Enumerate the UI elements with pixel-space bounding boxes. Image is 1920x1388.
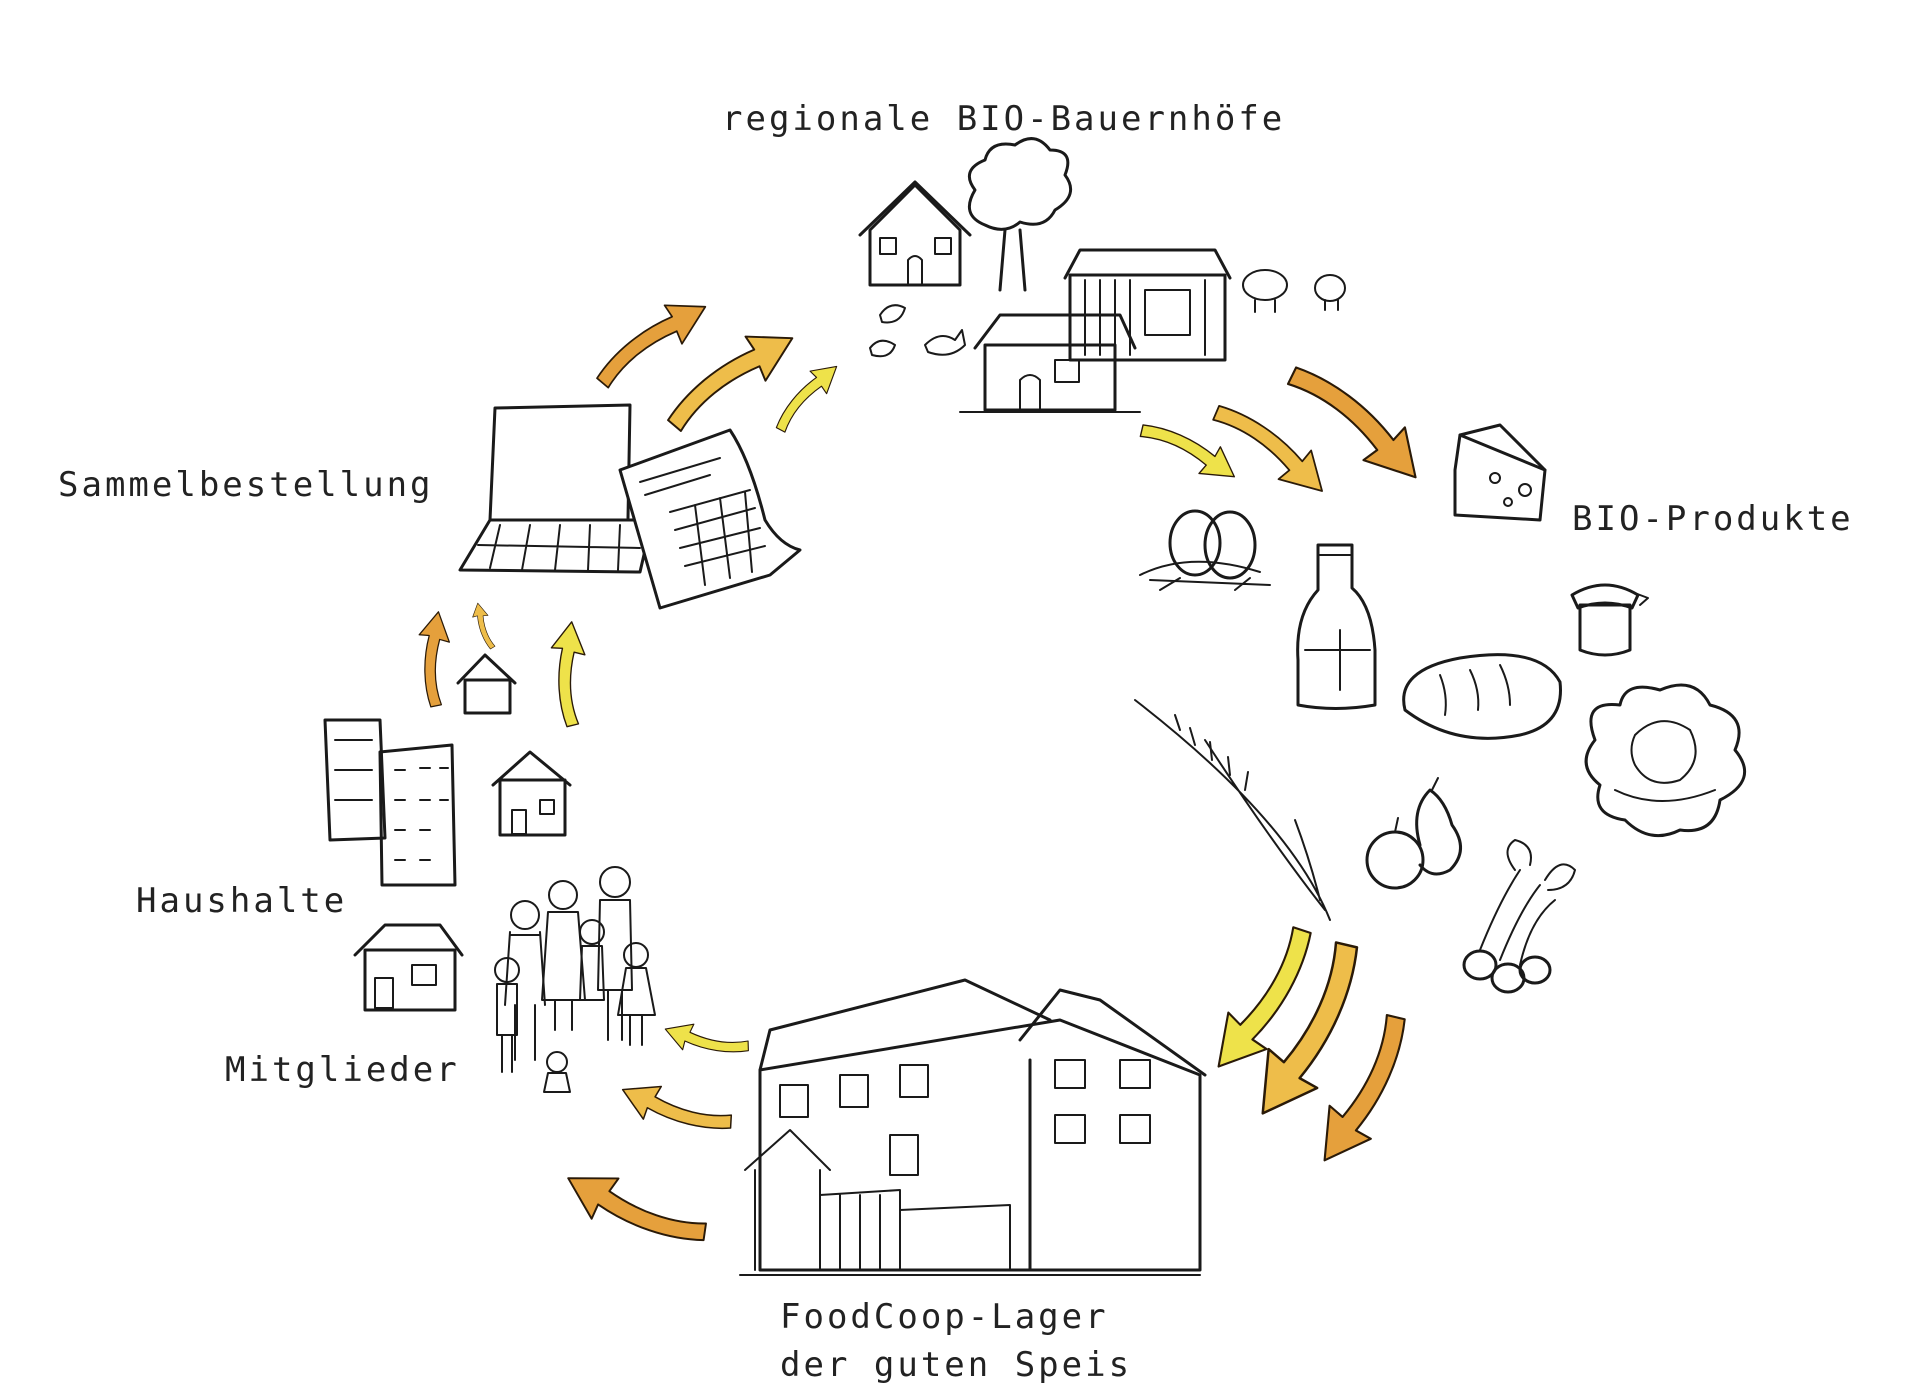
laptop-icon [458,403,654,574]
cabbage-icon [1584,683,1746,838]
arrow-farms-to-products-2 [1208,381,1338,511]
apple-pear-icon [1365,777,1462,890]
arrow-order-to-farms-3 [761,355,849,436]
eggs-icon [1139,509,1271,591]
members-label: Mitglieder [225,1050,460,1090]
arrow-households-to-order-3 [540,618,594,729]
sheep-icon [1242,269,1346,313]
house-icon [353,653,572,1012]
order-label: Sammelbestellung [58,465,434,505]
family-icon [494,866,656,1093]
arrow-warehouse-to-members-3 [555,1151,713,1274]
warehouse-label-line1: FoodCoop-Lager [780,1297,1109,1337]
tree-icon [967,137,1073,292]
apartment-icon [323,718,457,887]
chicken-icon [869,304,966,358]
products-label: BIO-Produkte [1572,499,1854,539]
bread-icon [1402,653,1562,740]
arrow-households-to-order-1 [406,608,458,710]
farm-houses-icon [858,180,1232,413]
arrow-warehouse-to-members-1 [660,1012,753,1072]
warehouse-label-line2: der guten Speis [780,1345,1133,1385]
warehouse-building-icon [739,978,1207,1276]
cheese-icon [1453,423,1547,522]
arrow-order-to-farms-1 [580,287,719,392]
farms-label: regionale BIO-Bauernhöfe [722,99,1286,139]
arrow-households-to-order-2 [470,601,496,652]
arrow-warehouse-to-members-2 [614,1068,737,1155]
order-sheet-icon [618,428,802,610]
radish-icon [1462,839,1576,994]
wheat-icon [1134,699,1331,921]
jam-jar-icon [1570,583,1649,657]
households-label: Haushalte [136,881,348,921]
milk-bottle-icon [1296,543,1377,710]
